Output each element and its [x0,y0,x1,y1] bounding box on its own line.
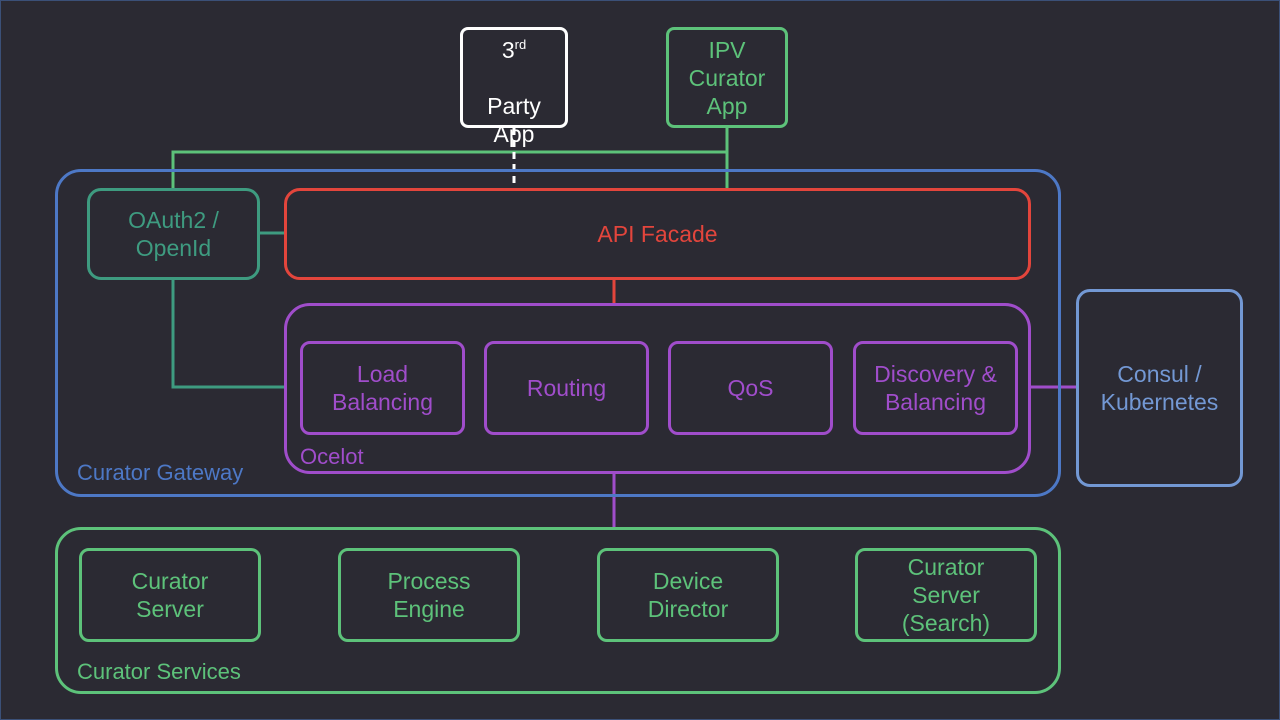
curator-services-container [55,527,1061,694]
qos-box: QoS [668,341,833,435]
third-party-app-ordinal: 3rd [501,36,527,63]
third-party-app-label: Party App [487,92,541,147]
device-director-label: Device Director [647,568,729,622]
qos-label: QoS [727,375,774,401]
oauth-openid-box: OAuth2 / OpenId [87,188,260,280]
process-engine-label: Process Engine [387,568,471,622]
third-party-app-box: 3rd Party App [460,27,568,147]
consul-kubernetes-box: Consul / Kubernetes [1076,289,1243,487]
routing-label: Routing [526,375,607,401]
curator-gateway-container [55,169,1061,497]
api-facade-label: API Facade [597,221,718,247]
ipv-curator-app-box: IPV Curator App [666,27,788,128]
curator-server-search-box: Curator Server (Search) [855,548,1037,642]
curator-server-search-label: Curator Server (Search) [901,554,991,636]
discovery-balancing-label: Discovery & Balancing [874,361,997,415]
ocelot-container [284,303,1031,474]
load-balancing-box: Load Balancing [300,341,465,435]
routing-box: Routing [484,341,649,435]
curator-server-box: Curator Server [79,548,261,642]
ipv-to-gateway-connector [171,150,727,188]
load-balancing-label: Load Balancing [331,361,434,415]
ocelot-label: Ocelot [300,444,364,469]
api-facade-box: API Facade [284,188,1031,280]
ipv-curator-app-label: IPV Curator App [688,36,766,119]
process-engine-box: Process Engine [338,548,520,642]
curator-server-label: Curator Server [131,568,209,622]
oauth-openid-label: OAuth2 / OpenId [128,207,219,261]
curator-services-label: Curator Services [77,659,241,684]
oauth-to-ocelot-connector [171,280,284,389]
curator-gateway-label: Curator Gateway [77,460,244,485]
consul-kubernetes-label: Consul / Kubernetes [1100,361,1219,415]
discovery-balancing-box: Discovery & Balancing [853,341,1018,435]
device-director-box: Device Director [597,548,779,642]
